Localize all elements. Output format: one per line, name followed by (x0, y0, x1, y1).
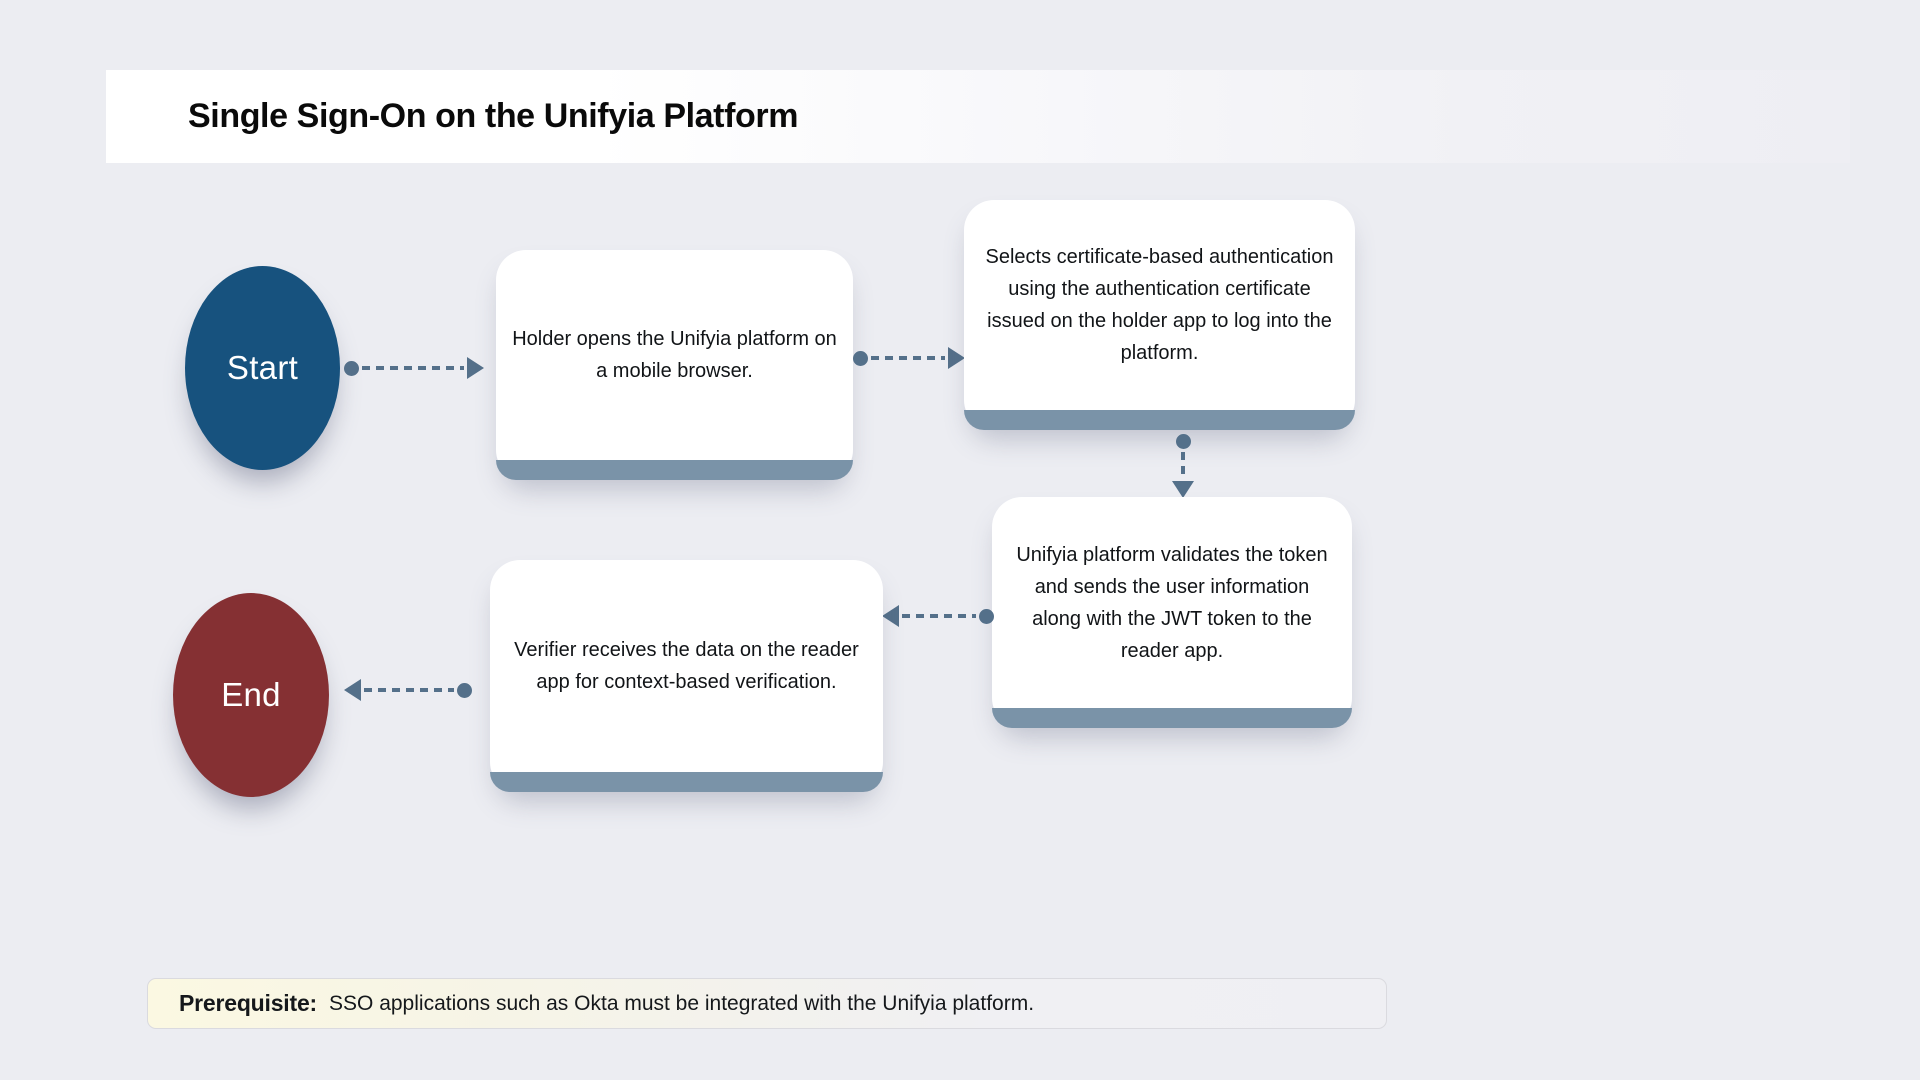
arrowhead-right (467, 357, 484, 379)
header: Single Sign-On on the Unifyia Platform (106, 70, 1850, 163)
page-title: Single Sign-On on the Unifyia Platform (188, 97, 799, 135)
step-card-4-text: Verifier receives the data on the reader… (514, 639, 859, 693)
arrow-line (1181, 452, 1185, 478)
arrowhead-left (344, 679, 361, 701)
arrowhead-right (948, 347, 965, 369)
arrow-start-to-step1 (344, 357, 484, 379)
end-node: End (173, 593, 329, 797)
end-node-label: End (221, 676, 281, 713)
arrow-line (902, 614, 976, 618)
start-node-label: Start (226, 349, 299, 386)
arrow-dot (979, 608, 994, 624)
arrow-step4-to-end (344, 679, 472, 701)
step-card-4: Verifier receives the data on the reader… (490, 560, 883, 792)
arrow-step2-to-step3 (1172, 434, 1194, 498)
step-card-1-text: Holder opens the Unifyia platform on a m… (512, 328, 837, 382)
arrow-step3-to-step4 (882, 605, 994, 627)
arrow-dot (853, 350, 868, 366)
arrow-dot (1175, 434, 1191, 449)
arrow-step1-to-step2 (853, 347, 965, 369)
arrowhead-left (882, 605, 899, 627)
arrow-line (362, 366, 464, 370)
step-card-2-text: Selects certificate-based authentication… (985, 246, 1334, 364)
prerequisite-text: SSO applications such as Okta must be in… (329, 991, 1035, 1015)
start-node: Start (185, 266, 340, 470)
step-card-1: Holder opens the Unifyia platform on a m… (496, 250, 853, 480)
arrow-dot (344, 360, 359, 376)
step-card-2: Selects certificate-based authentication… (964, 200, 1355, 430)
prerequisite-label: Prerequisite: (179, 990, 318, 1016)
arrow-line (364, 688, 454, 692)
arrowhead-down (1172, 481, 1194, 498)
arrow-line (871, 356, 945, 360)
step-card-3: Unifyia platform validates the token and… (992, 497, 1352, 728)
prerequisite-note: Prerequisite: SSO applications such as O… (147, 978, 1387, 1029)
arrow-dot (457, 682, 472, 698)
step-card-3-text: Unifyia platform validates the token and… (1016, 543, 1328, 662)
